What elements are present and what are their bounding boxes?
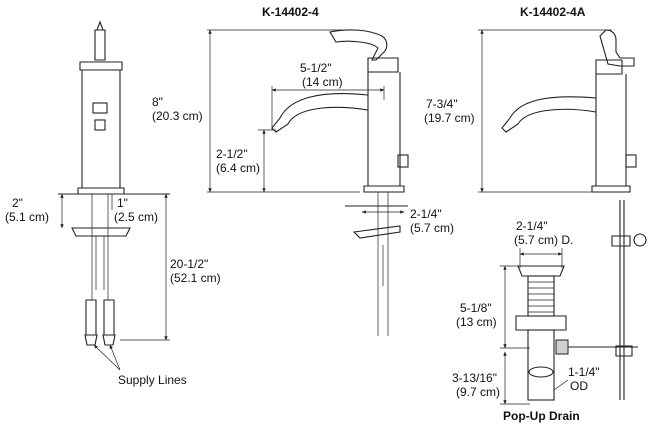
drain-dia-label: 2-1/4"	[516, 219, 548, 233]
a-reach-label: 5-1/2"	[300, 61, 332, 75]
model-b-view	[478, 29, 637, 193]
drain-tail-label: 3-13/16"	[452, 371, 497, 385]
drain-tail-cm-label: (9.7 cm)	[456, 385, 501, 399]
supply-lines-label: Supply Lines	[118, 373, 187, 387]
drain-len-cm-label: (13 cm)	[456, 315, 497, 329]
drain-title: Pop-Up Drain	[503, 409, 580, 423]
b-height-cm-label: (19.7 cm)	[424, 111, 475, 125]
drain-od-label: 1-1/4"	[568, 365, 600, 379]
a-base-label: 2-1/4"	[410, 207, 442, 221]
model-a-view	[207, 29, 409, 336]
side-view	[58, 20, 170, 371]
side-height-cm-label: (5.1 cm)	[5, 210, 50, 224]
model-a-title: K-14402-4	[262, 5, 319, 19]
model-b-title: K-14402-4A	[520, 5, 586, 19]
side-plate-label: 1"	[117, 196, 128, 210]
drain-od-unit-label: OD	[570, 379, 588, 393]
side-height-label: 2"	[12, 196, 23, 210]
a-spout-height-cm-label: (6.4 cm)	[216, 161, 261, 175]
a-base-cm-label: (5.7 cm)	[410, 221, 455, 235]
a-height-label: 8"	[152, 95, 163, 109]
side-plate-cm-label: (2.5 cm)	[114, 210, 159, 224]
pop-up-drain-view	[500, 200, 647, 405]
b-height-label: 7-3/4"	[426, 97, 458, 111]
drain-len-label: 5-1/8"	[460, 301, 492, 315]
a-height-cm-label: (20.3 cm)	[152, 109, 203, 123]
supply-length-label: 20-1/2"	[170, 257, 209, 271]
supply-length-cm-label: (52.1 cm)	[170, 271, 221, 285]
a-reach-cm-label: (14 cm)	[302, 75, 343, 89]
a-spout-height-label: 2-1/2"	[216, 147, 248, 161]
drain-dia-cm-label: (5.7 cm) D.	[514, 233, 574, 247]
